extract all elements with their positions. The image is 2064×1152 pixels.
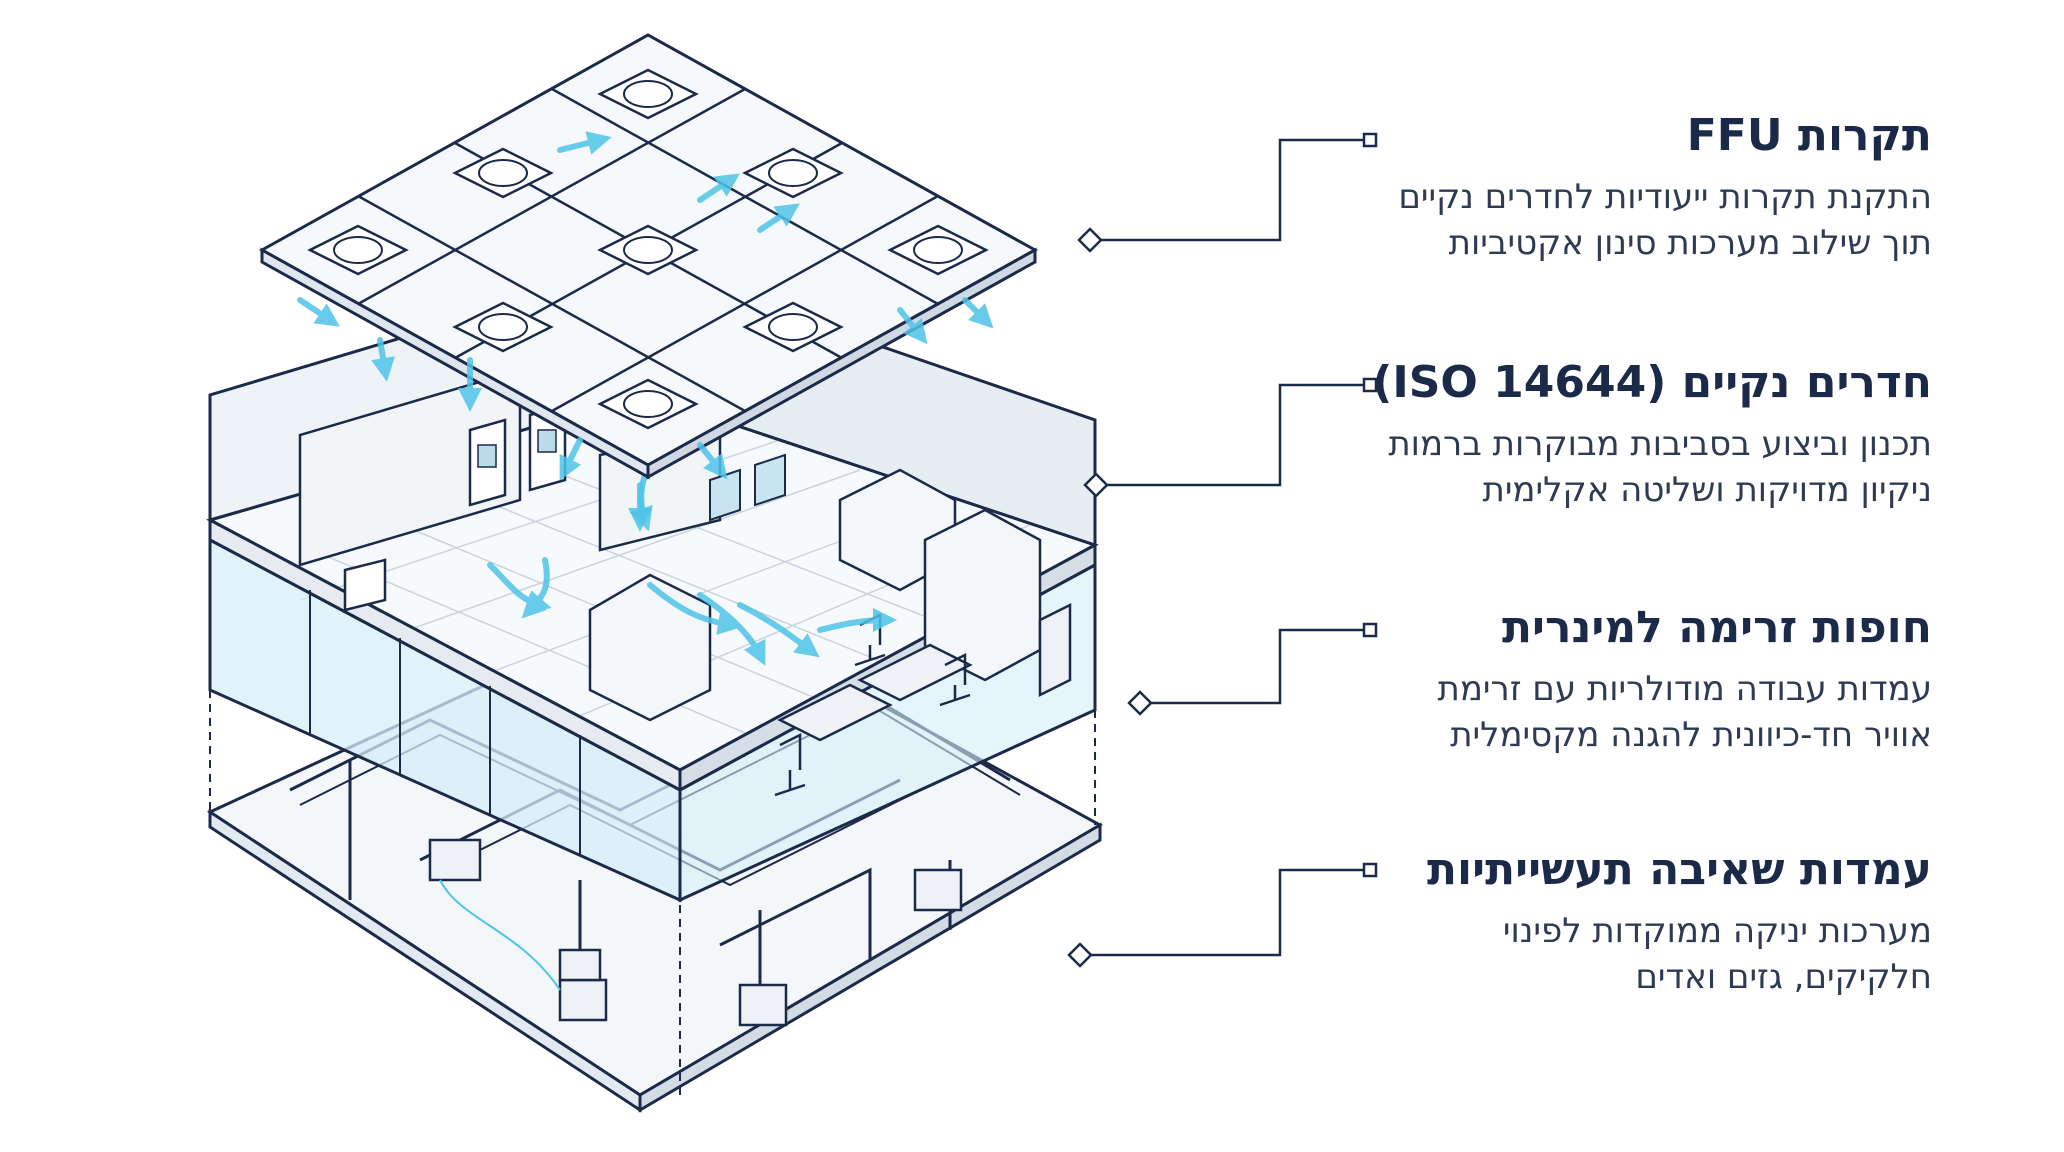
square-marker-icon (1362, 132, 1378, 878)
callout-line: אוויר חד-כיוונית להגנה מקסימלית (1450, 715, 1932, 755)
callout-title: חדרים נקיים (ISO 14644) (1372, 357, 1932, 408)
callout-line: עמדות עבודה מודולריות עם זרימת (1437, 669, 1932, 709)
laminar-flow-hood (588, 468, 1042, 722)
callout-line: ניקיון מדויקות ושליטה אקלימית (1482, 470, 1932, 510)
callout-line: תכנון וביצוע בסביבות מבוקרות ברמות (1388, 424, 1932, 464)
callout-title: עמדות שאיבה תעשייתיות (1426, 844, 1932, 895)
callout-line: מערכות יניקה ממוקדות לפינוי (1502, 911, 1932, 951)
leader-lines (1080, 138, 1370, 957)
callout-ffu-ceilings: תקרות FFU התקנת תקרות ייעודיות לחדרים נק… (1292, 108, 1932, 266)
chair-icon (774, 612, 971, 797)
cleanroom-floor (206, 262, 1099, 903)
airflow-arrow-icon (297, 131, 994, 532)
callout-title: חופות זרימה למינרית (1501, 602, 1932, 653)
ffu-ceiling (258, 33, 1039, 532)
callout-cleanrooms: חדרים נקיים (ISO 14644) תכנון וביצוע בסב… (1292, 355, 1932, 513)
fan-filter-unit-icon (307, 68, 989, 430)
diamond-marker-icon (1067, 227, 1153, 968)
callout-extraction-stations: עמדות שאיבה תעשייתיות מערכות יניקה ממוקד… (1292, 842, 1932, 1000)
callout-line: תוך שילוב מערכות סינון אקטיביות (1448, 223, 1932, 263)
callout-line: חלקיקים, גזים ואדים (1635, 957, 1932, 997)
callout-laminar-hoods: חופות זרימה למינרית עמדות עבודה מודולריו… (1292, 600, 1932, 758)
callout-title: תקרות FFU (1686, 110, 1932, 161)
callout-line: התקנת תקרות ייעודיות לחדרים נקיים (1398, 177, 1932, 217)
